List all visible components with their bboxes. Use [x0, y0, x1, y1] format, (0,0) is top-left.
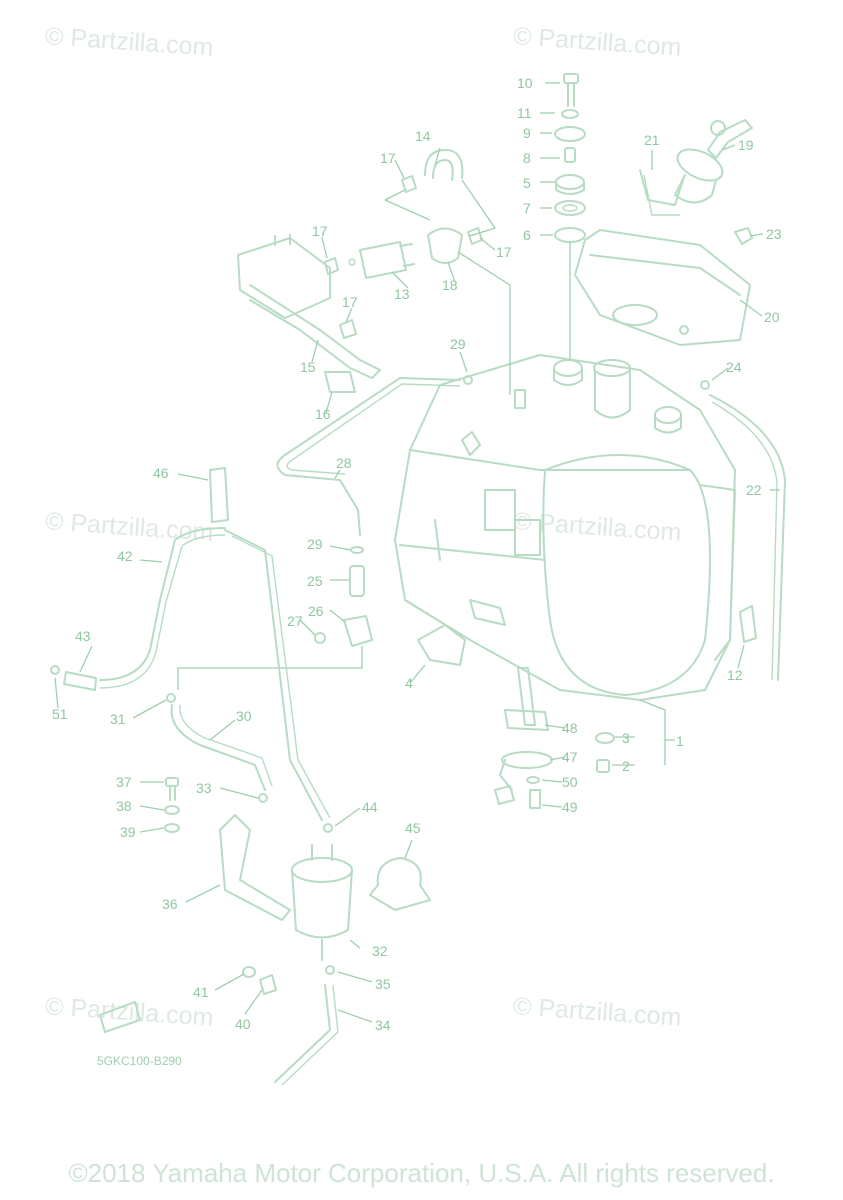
callout-12: 12 — [727, 667, 743, 683]
callout-24: 24 — [726, 359, 742, 375]
bolt-37 — [165, 777, 179, 787]
callout-51: 51 — [52, 706, 68, 722]
callout-11: 11 — [517, 105, 532, 121]
callout-35: 35 — [375, 976, 391, 992]
callout-13: 13 — [394, 286, 410, 302]
fuel-filter-group-illustration — [237, 149, 511, 395]
callout-37: 37 — [116, 774, 132, 790]
callout-50: 50 — [562, 774, 578, 790]
callout-30: 30 — [236, 708, 252, 724]
clip-46-illustration — [209, 467, 229, 523]
hose-22-illustration — [709, 394, 786, 681]
tank-cover-illustration — [574, 229, 751, 346]
callout-47: 47 — [562, 749, 578, 765]
callout-41: 41 — [193, 984, 209, 1000]
clip-12-illustration — [739, 605, 757, 643]
callout-26: 26 — [308, 603, 324, 619]
callout-28: 28 — [336, 455, 352, 471]
callout-6: 6 — [523, 227, 531, 243]
fuel-hose-42-illustration — [50, 527, 331, 821]
callout-29-bottom: 29 — [307, 536, 323, 552]
cover-45-illustration — [369, 857, 431, 911]
callout-27: 27 — [287, 613, 303, 629]
callout-15: 15 — [300, 359, 316, 375]
fuel-filter-32-illustration — [219, 814, 353, 961]
breather-hose-illustration — [276, 377, 461, 536]
fuel-cap-illustration — [674, 119, 753, 204]
cap-tether-illustration — [639, 169, 684, 206]
callout-3: 3 — [622, 730, 630, 746]
callout-36: 36 — [162, 896, 178, 912]
callout-5: 5 — [523, 175, 531, 191]
callout-23: 23 — [766, 226, 782, 242]
callout-48: 48 — [562, 720, 578, 736]
callout-18: 18 — [442, 277, 458, 293]
copyright-notice: ©2018 Yamaha Motor Corporation, U.S.A. A… — [68, 1158, 775, 1188]
callout-1: 1 — [676, 733, 684, 749]
fuel-sender-illustration — [494, 667, 553, 809]
fuel-tank-illustration — [394, 354, 736, 701]
callout-44: 44 — [362, 799, 378, 815]
callout-17-a: 17 — [380, 150, 396, 166]
clip-illustration — [734, 227, 753, 245]
callout-43: 43 — [75, 628, 91, 644]
callout-8: 8 — [523, 150, 531, 166]
callout-45: 45 — [405, 820, 421, 836]
callout-17-d: 17 — [496, 244, 512, 260]
callout-17-b: 17 — [312, 223, 328, 239]
callout-4: 4 — [405, 675, 413, 691]
callout-7: 7 — [523, 200, 531, 216]
callout-40: 40 — [235, 1016, 251, 1032]
callout-labels: 10 11 9 8 5 7 6 21 19 23 20 24 22 12 1 3… — [52, 75, 782, 1033]
hose-34-illustration — [274, 984, 331, 1083]
hose-30-illustration — [170, 704, 266, 791]
damper-3 — [595, 732, 615, 744]
callout-22: 22 — [746, 482, 762, 498]
callout-16: 16 — [315, 406, 331, 422]
callout-2: 2 — [622, 758, 630, 774]
callout-20: 20 — [764, 309, 780, 325]
callout-46: 46 — [153, 465, 169, 481]
callout-34: 34 — [375, 1017, 391, 1033]
bolt-2 — [596, 759, 610, 773]
detail-sketch — [99, 1001, 141, 1033]
leader-lines — [54, 82, 780, 1023]
callout-19: 19 — [738, 137, 754, 153]
callout-10: 10 — [517, 75, 533, 91]
callout-49: 49 — [562, 799, 578, 815]
callout-14: 14 — [415, 128, 431, 144]
callout-38: 38 — [116, 798, 132, 814]
callout-31: 31 — [110, 711, 126, 727]
callout-33: 33 — [196, 780, 212, 796]
callout-32: 32 — [372, 943, 388, 959]
callout-9: 9 — [523, 125, 531, 141]
diagram-code: 5GKC100-B290 — [97, 1054, 182, 1068]
callout-42: 42 — [117, 548, 133, 564]
callout-39: 39 — [120, 824, 136, 840]
mounting-hardware-stack — [554, 73, 586, 360]
callout-29-top: 29 — [450, 336, 466, 352]
bracket-4-illustration — [417, 624, 466, 666]
callout-21: 21 — [644, 132, 660, 148]
valve-group-illustration — [177, 546, 373, 690]
callout-25: 25 — [307, 573, 323, 589]
callout-17-c: 17 — [342, 294, 358, 310]
